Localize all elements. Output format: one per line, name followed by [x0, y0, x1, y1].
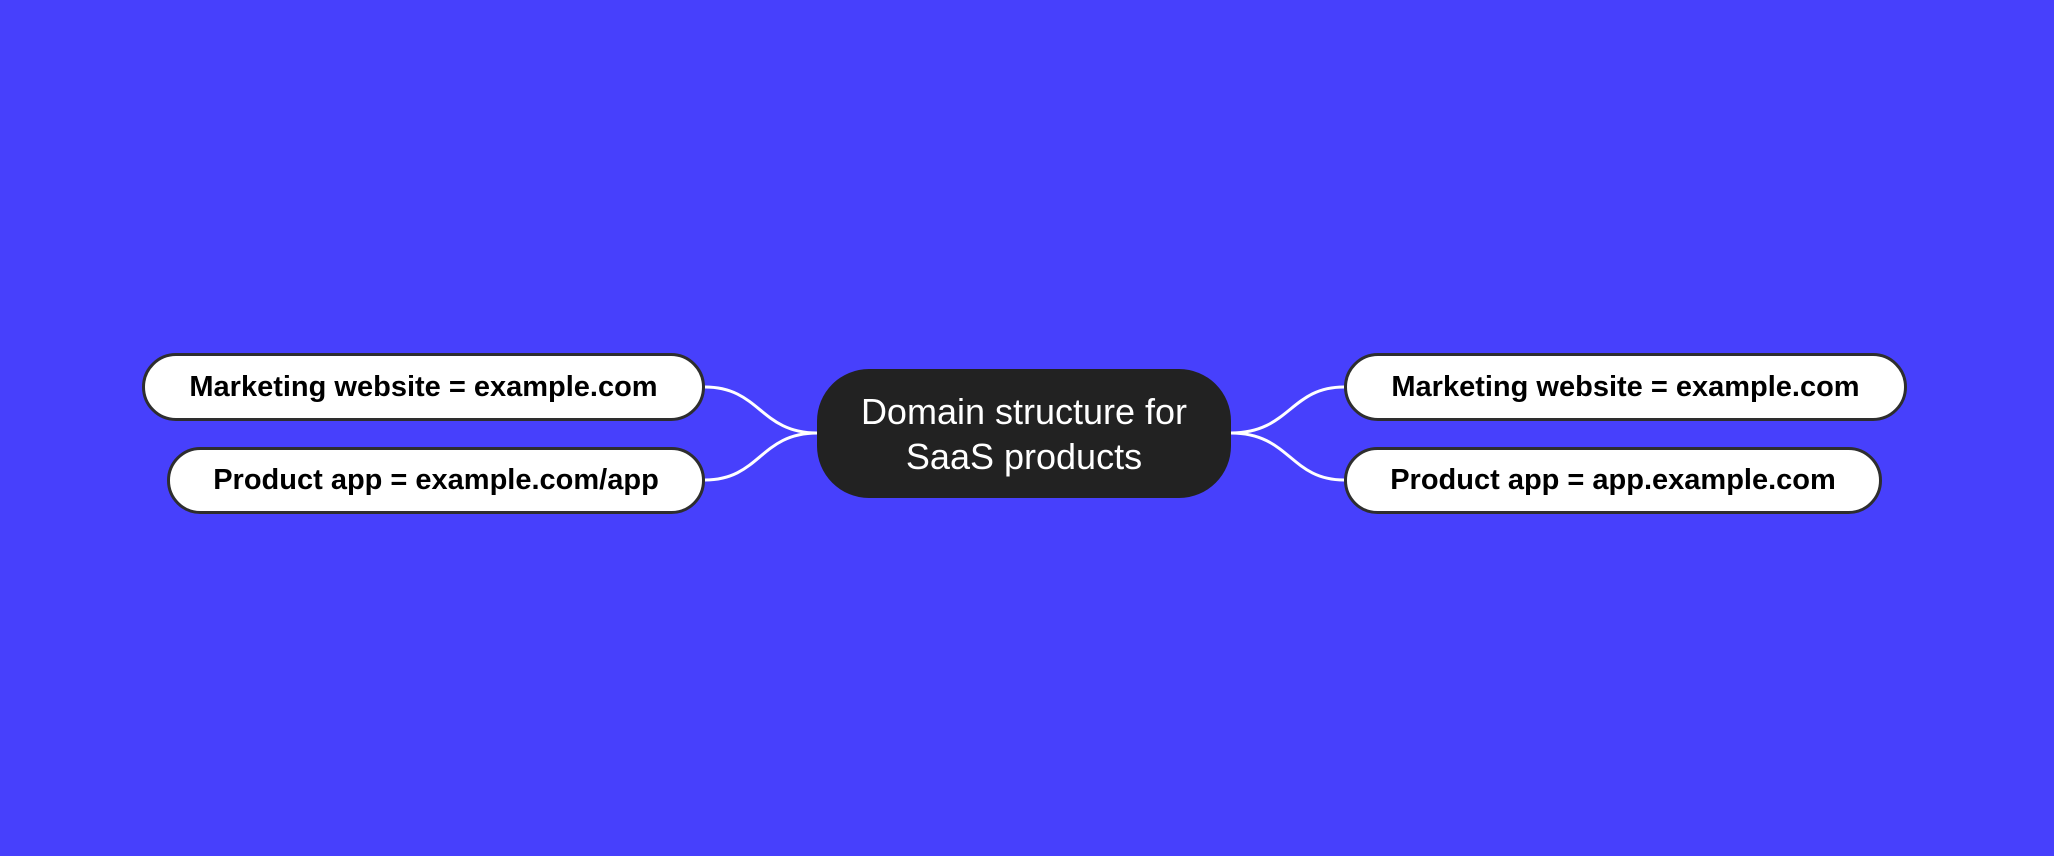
- connector-left-top: [704, 385, 818, 435]
- right-branch-node-marketing[interactable]: Marketing website = example.com: [1344, 353, 1907, 421]
- right-branch-node-product-app[interactable]: Product app = app.example.com: [1344, 447, 1882, 514]
- central-topic-line-1: Domain structure for: [860, 390, 1188, 432]
- node-label: Marketing website = example.com: [1391, 370, 1860, 403]
- node-label: Product app = example.com/app: [213, 464, 659, 496]
- connector-right-top: [1230, 385, 1345, 435]
- connector-right-bottom: [1230, 431, 1345, 482]
- node-label: Product app = app.example.com: [1390, 464, 1836, 496]
- left-branch-node-marketing[interactable]: Marketing website = example.com: [142, 353, 705, 421]
- central-topic-line-2: SaaS products: [905, 435, 1143, 477]
- left-branch-node-product-app[interactable]: Product app = example.com/app: [167, 447, 705, 514]
- connector-left-bottom: [704, 431, 818, 482]
- central-topic-node[interactable]: Domain structure for SaaS products: [817, 369, 1231, 498]
- node-label: Marketing website = example.com: [189, 370, 658, 403]
